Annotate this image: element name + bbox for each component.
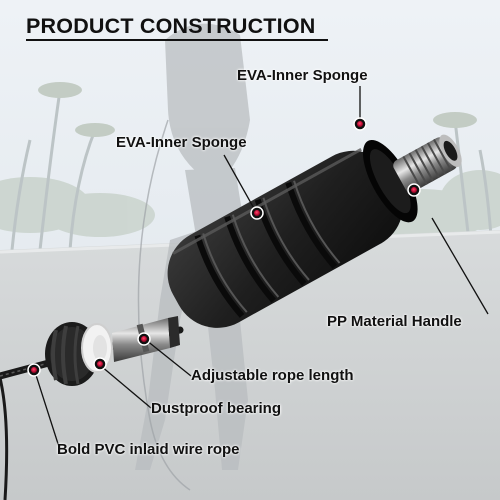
page-title: PRODUCT CONSTRUCTION	[26, 14, 316, 38]
label-dustproof-bearing: Dustproof bearing	[151, 400, 281, 417]
label-eva-inner-sponge-top: EVA-Inner Sponge	[237, 67, 368, 84]
label-pp-material-handle: PP Material Handle	[327, 313, 462, 330]
threaded-connector	[393, 134, 462, 193]
label-bold-pvc-wire-rope: Bold PVC inlaid wire rope	[57, 441, 240, 458]
dustproof-bearing	[81, 323, 113, 373]
adjustable-sleeve	[112, 316, 180, 362]
label-eva-inner-sponge-middle: EVA-Inner Sponge	[116, 134, 247, 151]
label-adjustable-rope-length: Adjustable rope length	[191, 367, 354, 384]
foam-handle	[167, 139, 418, 328]
title-underline	[26, 39, 328, 41]
